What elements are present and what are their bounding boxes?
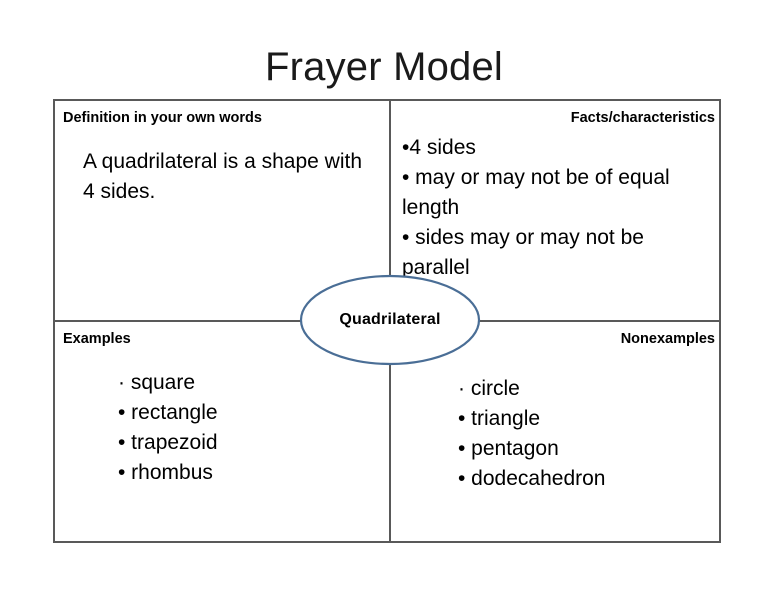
list-item: • rhombus bbox=[118, 461, 213, 484]
list-item: • may or may not be of equal length bbox=[402, 166, 670, 219]
quadrant-nonexamples-list: · circle • triangle • pentagon • dodecah… bbox=[458, 374, 605, 494]
center-ellipse-shape bbox=[299, 274, 481, 366]
quadrant-examples-header: Examples bbox=[63, 331, 131, 347]
quadrant-nonexamples-header: Nonexamples bbox=[620, 331, 715, 347]
quadrant-facts-list: •4 sides • may or may not be of equal le… bbox=[402, 133, 712, 283]
list-item: • trapezoid bbox=[118, 431, 218, 454]
list-item: •4 sides bbox=[402, 136, 476, 159]
list-item: • rectangle bbox=[118, 401, 218, 424]
list-item: • dodecahedron bbox=[458, 467, 606, 490]
list-item: • triangle bbox=[458, 407, 541, 430]
quadrant-facts-header: Facts/characteristics bbox=[570, 110, 715, 126]
list-item: • pentagon bbox=[458, 437, 559, 460]
quadrant-facts: Facts/characteristics •4 sides • may or … bbox=[391, 101, 721, 320]
quadrant-definition-body: A quadrilateral is a shape with 4 sides. bbox=[83, 150, 362, 203]
quadrant-nonexamples: Nonexamples · circle • triangle • pentag… bbox=[391, 322, 721, 541]
page-title: Frayer Model bbox=[264, 45, 504, 89]
list-item: · square bbox=[118, 371, 196, 394]
center-concept-label: Quadrilateral bbox=[339, 311, 441, 328]
quadrant-examples-list: · square • rectangle • trapezoid • rhomb… bbox=[118, 368, 218, 488]
quadrant-examples: Examples · square • rectangle • trapezoi… bbox=[55, 322, 389, 541]
quadrant-definition-header: Definition in your own words bbox=[63, 110, 262, 126]
list-item: • sides may or may not be parallel bbox=[402, 226, 644, 279]
quadrant-definition: Definition in your own words A quadrilat… bbox=[55, 101, 389, 320]
list-item: · circle bbox=[458, 377, 520, 400]
